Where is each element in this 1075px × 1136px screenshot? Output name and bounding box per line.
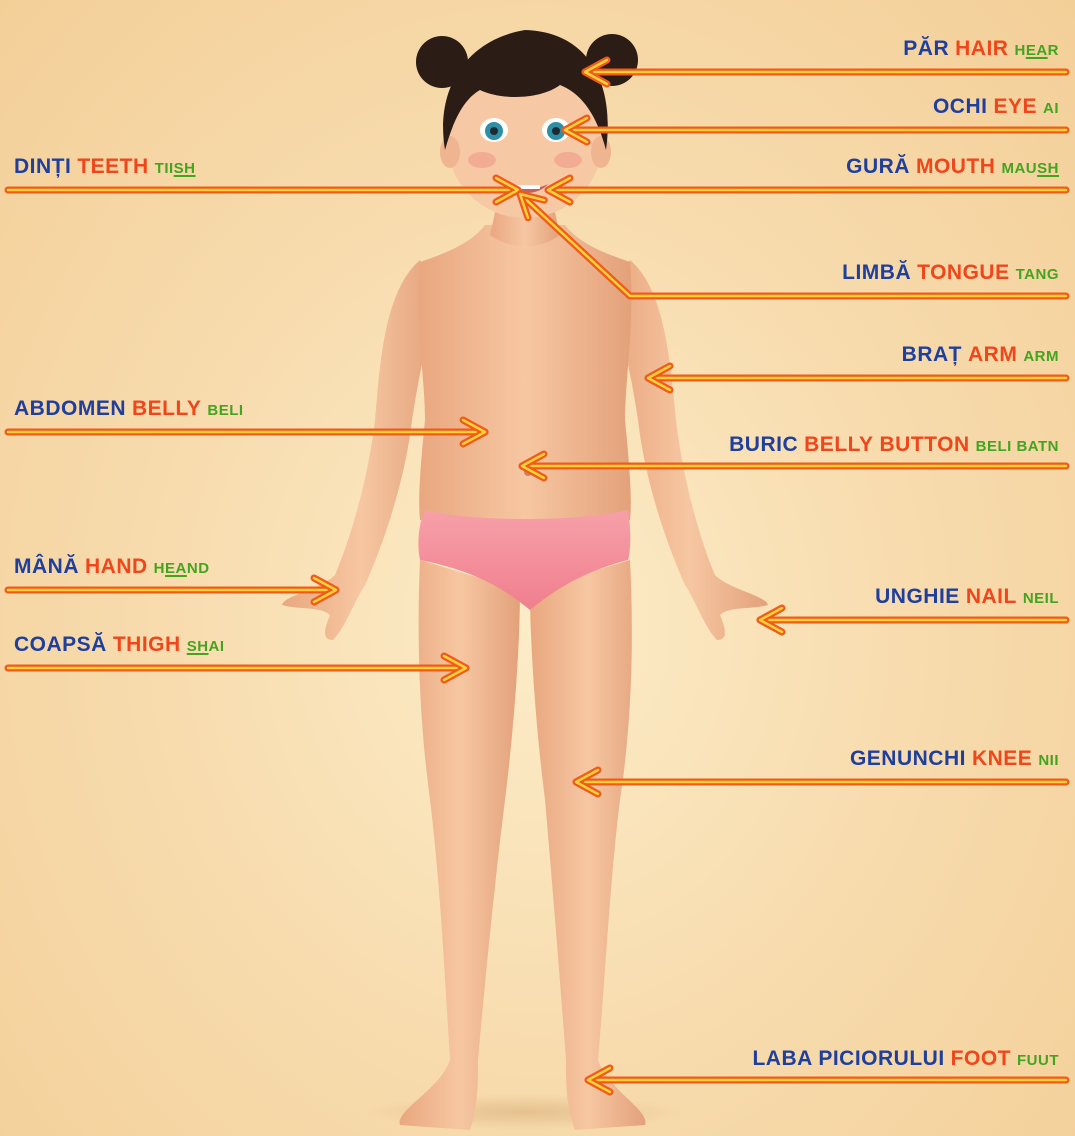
left-arm: [282, 260, 440, 640]
pronunciation: AI: [1043, 100, 1059, 117]
left-pupil: [490, 127, 498, 135]
romanian-word: OCHI: [933, 95, 988, 118]
english-word: FOOT: [951, 1047, 1011, 1070]
label-knee: GENUNCHI KNEE NII: [850, 748, 1059, 769]
romanian-word: LIMBĂ: [842, 261, 911, 284]
pronunciation: TIISH: [155, 160, 196, 177]
pronunciation: FUUT: [1017, 1052, 1059, 1069]
label-belly: ABDOMEN BELLY BELI: [14, 398, 244, 419]
english-word: BELLY BUTTON: [804, 433, 969, 456]
romanian-word: BURIC: [729, 433, 798, 456]
right-cheek: [554, 152, 582, 168]
pronunciation: MAUSH: [1001, 160, 1059, 177]
romanian-word: GENUNCHI: [850, 747, 966, 770]
romanian-word: BRAȚ: [902, 343, 962, 366]
pronunciation: TANG: [1016, 266, 1059, 283]
label-tongue: LIMBĂ TONGUE TANG: [842, 262, 1059, 283]
right-leg: [530, 560, 645, 1130]
label-hand: MÂNĂ HAND HEAND: [14, 556, 210, 577]
label-arm: BRAȚ ARM ARM: [902, 344, 1059, 365]
right-ear: [591, 136, 611, 168]
english-word: MOUTH: [916, 155, 996, 178]
label-belly-button: BURIC BELLY BUTTON BELI BATN: [729, 434, 1059, 455]
english-word: ARM: [968, 343, 1017, 366]
pronunciation: HEAND: [154, 560, 210, 577]
english-word: THIGH: [113, 633, 181, 656]
romanian-word: UNGHIE: [875, 585, 960, 608]
label-nail: UNGHIE NAIL NEIL: [875, 586, 1059, 607]
english-word: BELLY: [132, 397, 201, 420]
english-word: NAIL: [966, 585, 1017, 608]
english-word: KNEE: [972, 747, 1032, 770]
romanian-word: GURĂ: [846, 155, 910, 178]
english-word: HAIR: [955, 37, 1008, 60]
pronunciation: BELI BATN: [976, 438, 1059, 455]
pronunciation: SHAI: [187, 638, 225, 655]
left-hair-bun: [416, 36, 468, 88]
left-cheek: [468, 152, 496, 168]
label-foot: LABA PICIORULUI FOOT FUUT: [752, 1048, 1059, 1069]
right-hair-bun: [586, 34, 638, 86]
teeth: [512, 185, 540, 189]
pronunciation: ARM: [1023, 348, 1059, 365]
pronunciation: HEAR: [1014, 42, 1059, 59]
english-word: TONGUE: [917, 261, 1009, 284]
label-mouth: GURĂ MOUTH MAUSH: [846, 156, 1059, 177]
pronunciation: NII: [1038, 752, 1059, 769]
english-word: EYE: [993, 95, 1037, 118]
torso: [419, 225, 632, 520]
romanian-word: MÂNĂ: [14, 555, 79, 578]
label-teeth: DINȚI TEETH TIISH: [14, 156, 196, 177]
label-hair: PĂR HAIR HEAR: [903, 38, 1059, 59]
label-thigh: COAPSĂ THIGH SHAI: [14, 634, 225, 655]
pronunciation: BELI: [207, 402, 243, 419]
right-pupil: [552, 127, 560, 135]
left-ear: [440, 136, 460, 168]
english-word: TEETH: [77, 155, 148, 178]
romanian-word: PĂR: [903, 37, 949, 60]
romanian-word: DINȚI: [14, 155, 71, 178]
navel: [524, 468, 532, 476]
romanian-word: COAPSĂ: [14, 633, 107, 656]
english-word: HAND: [85, 555, 148, 578]
pronunciation: NEIL: [1023, 590, 1059, 607]
romanian-word: LABA PICIORULUI: [752, 1047, 944, 1070]
left-leg: [400, 560, 520, 1130]
romanian-word: ABDOMEN: [14, 397, 126, 420]
